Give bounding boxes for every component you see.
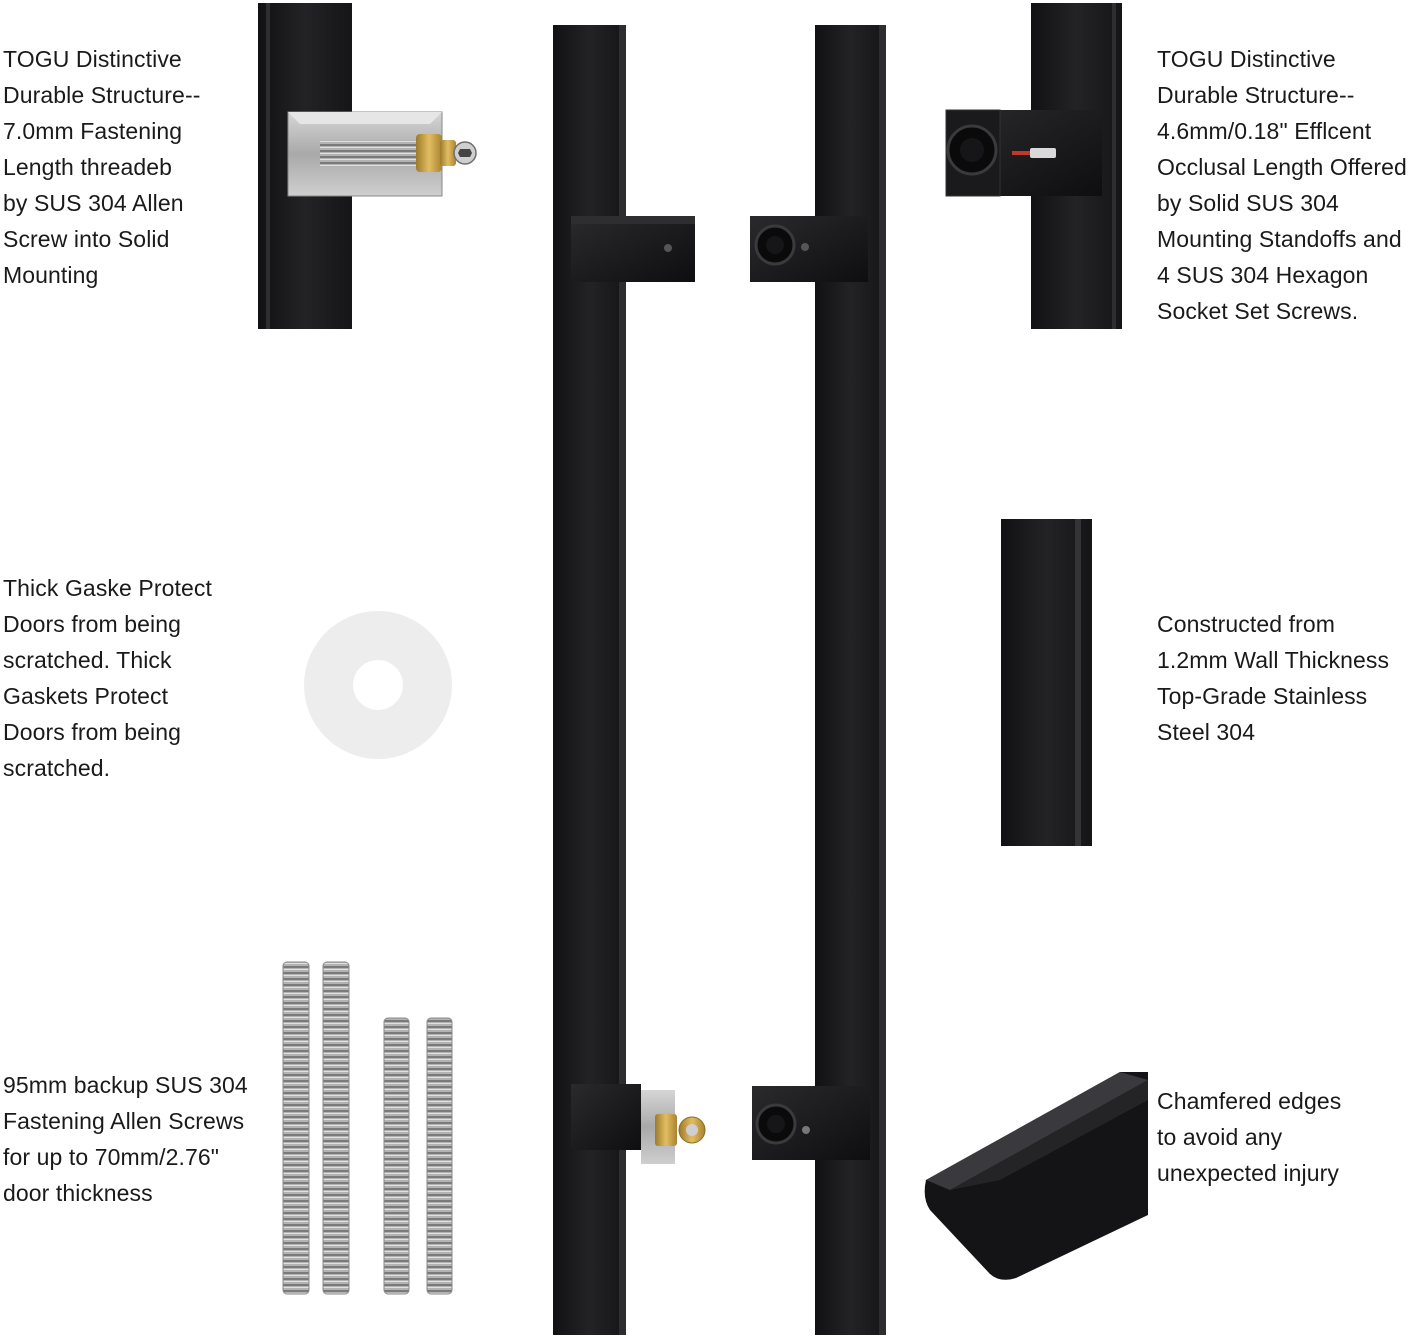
handle-right xyxy=(750,25,886,1335)
gasket-washer-icon xyxy=(304,611,452,759)
allen-screw-icon xyxy=(258,3,477,329)
threaded-rod-icon xyxy=(282,961,453,1295)
caption-gasket: Thick Gaske Protect Doors from being scr… xyxy=(3,575,212,781)
caption-chamfered-edges: Chamfered edges to avoid any unexpected … xyxy=(1157,1088,1342,1186)
caption-wall-thickness: Constructed from 1.2mm Wall Thickness To… xyxy=(1157,611,1390,745)
caption-backup-screws: 95mm backup SUS 304 Fastening Allen Scre… xyxy=(3,1072,248,1206)
caption-occlusal-length: TOGU Distinctive Durable Structure-- 4.6… xyxy=(1157,46,1407,324)
standoff-socket-icon xyxy=(945,3,1122,329)
chamfered-edge-icon xyxy=(924,1072,1148,1280)
handle-left xyxy=(553,25,706,1335)
caption-fastening-length: TOGU Distinctive Durable Structure-- 7.0… xyxy=(3,46,201,288)
wall-thickness-bar-icon xyxy=(1001,519,1092,846)
